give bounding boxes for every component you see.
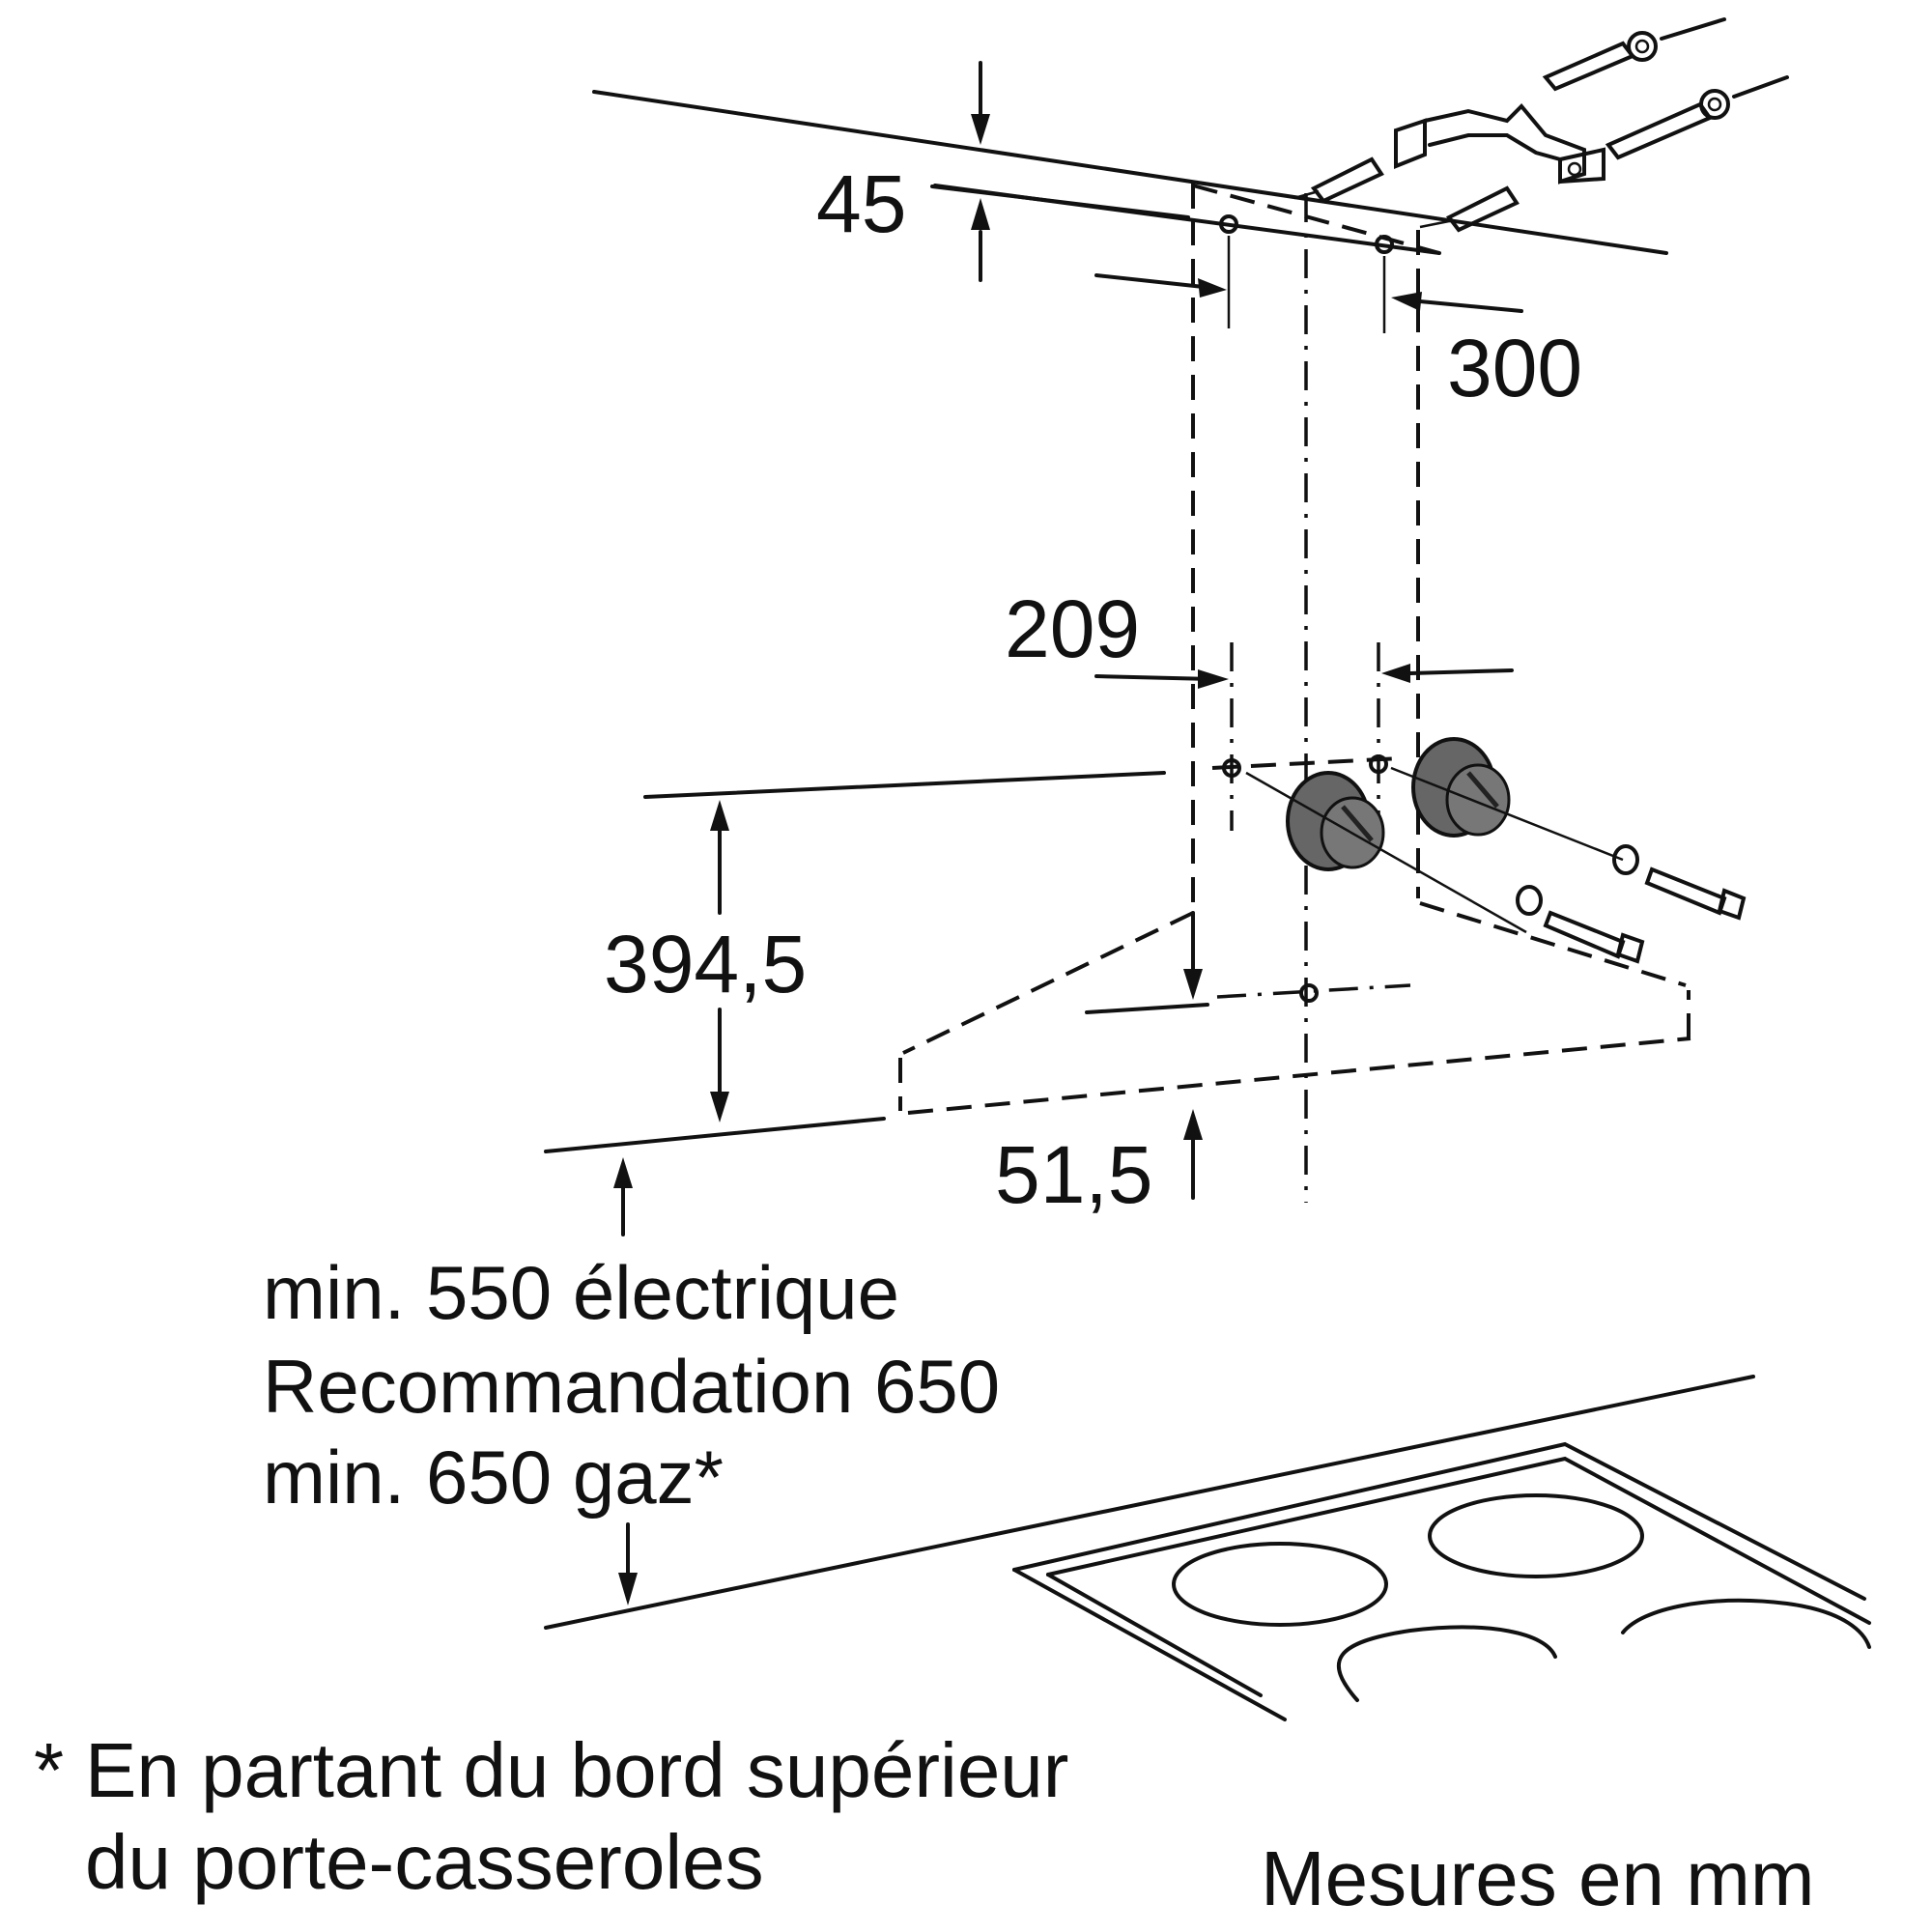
drill-hole-top-left	[1219, 214, 1238, 234]
dimension-394-5	[643, 771, 1209, 1122]
burner-front-icon	[1337, 1625, 1557, 1702]
chimney-outline	[1191, 184, 1440, 1203]
wall-plug-icon	[1293, 156, 1520, 233]
dim-label-209: 209	[1005, 583, 1140, 674]
dim-label-45: 45	[816, 158, 906, 249]
footnote-line-2: du porte-casseroles	[85, 1819, 764, 1905]
screw-icon	[1542, 17, 1789, 160]
clearance-dimension	[544, 1117, 886, 1605]
dimension-51-5	[1183, 1109, 1203, 1200]
dimension-45	[930, 61, 1190, 282]
drill-hole-top-right	[1375, 235, 1394, 254]
burner-right-icon	[1621, 1598, 1871, 1649]
ceiling-outline	[592, 90, 1668, 255]
footnote-line-1: En partant du bord supérieur	[85, 1727, 1068, 1813]
bolt-icon	[1543, 867, 1747, 964]
clearance-electric: min. 550 électrique	[263, 1250, 899, 1335]
units-label: Mesures en mm	[1261, 1835, 1814, 1921]
burner-left-icon	[1172, 1542, 1388, 1627]
hood-outline	[898, 901, 1691, 1115]
dim-label-51-5: 51,5	[995, 1129, 1153, 1220]
clearance-gas: min. 650 gaz*	[263, 1435, 724, 1520]
dim-label-300: 300	[1447, 323, 1582, 413]
drill-hole-markers	[1219, 214, 1394, 1003]
dimension-209	[1094, 664, 1514, 689]
ceiling-bracket-icon	[1394, 103, 1605, 185]
clearance-recommendation: Recommandation 650	[263, 1344, 1000, 1429]
footnote-marker: *	[34, 1727, 64, 1813]
dim-label-394-5: 394,5	[604, 919, 807, 1009]
dimension-300	[1094, 273, 1523, 313]
washer-icon	[1516, 844, 1639, 916]
drill-hole-bottom	[1299, 983, 1319, 1003]
burner-back-icon	[1428, 1493, 1644, 1578]
wall-spacer-icon	[1245, 737, 1624, 934]
cooktop-icon	[544, 1375, 1871, 1721]
